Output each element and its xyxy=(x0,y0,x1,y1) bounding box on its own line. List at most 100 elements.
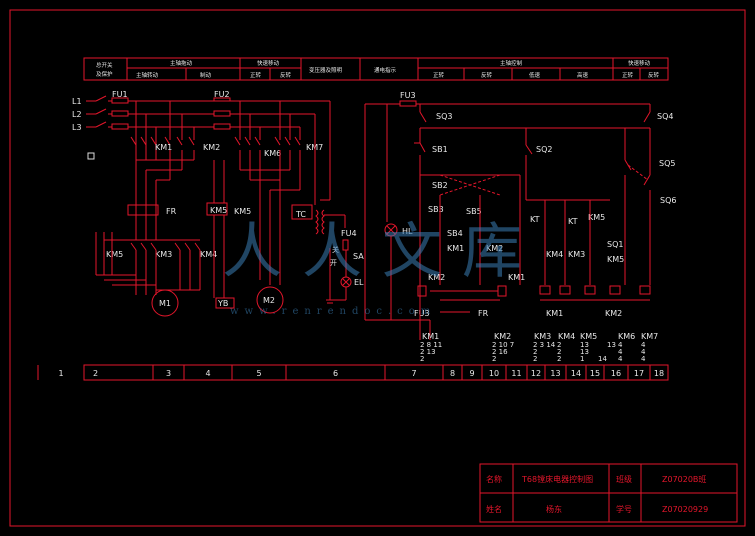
zone-11: 11 xyxy=(511,369,521,378)
ref-km6-name: KM6 xyxy=(618,332,635,341)
header-power-top: 总开关 xyxy=(96,61,113,69)
svg-text:2 16: 2 16 xyxy=(492,348,508,356)
svg-text:1: 1 xyxy=(580,355,584,363)
title-class-value: Z07020B班 xyxy=(662,474,706,484)
km6-main-label: KM6 xyxy=(264,149,281,158)
km2-out-label: KM2 xyxy=(605,309,622,318)
limit-sq4-label: SQ4 xyxy=(657,112,673,121)
zone-7: 7 xyxy=(411,369,416,378)
title-author-label: 姓名 xyxy=(486,504,502,514)
header-rapid-move-2: 快速移动 xyxy=(628,59,651,67)
km5-coil-label: KM5 xyxy=(234,207,251,216)
marker-square xyxy=(87,152,95,160)
ref-km3-name: KM3 xyxy=(534,332,551,341)
km4-main-label: KM4 xyxy=(200,250,217,259)
svg-text:4: 4 xyxy=(618,348,623,356)
ref-km2-name: KM2 xyxy=(494,332,511,341)
ref-km1-name: KM1 xyxy=(422,332,439,341)
km1-ctrl-label: KM1 xyxy=(447,244,464,253)
fuse-fu3-lower-label: FU3 xyxy=(414,309,430,318)
ref-km5-name: KM5 xyxy=(580,332,597,341)
km3-ctrl-label: KM3 xyxy=(568,250,585,259)
button-sb2-label: SB2 xyxy=(432,181,448,190)
lamp-el-label: EL xyxy=(354,278,364,287)
button-sb4-label: SB4 xyxy=(447,229,463,238)
watermark: 人人文库 www.renrendoc.com xyxy=(222,217,522,317)
title-id-label: 学号 xyxy=(616,504,632,514)
zone-16: 16 xyxy=(611,369,621,378)
zone-1: 1 xyxy=(58,369,63,378)
watermark-url: www.renrendoc.com xyxy=(230,306,436,317)
zone-15: 15 xyxy=(590,369,600,378)
header-spindle-rotate: 主轴转动 xyxy=(136,71,159,79)
zone-2: 2 xyxy=(93,369,98,378)
zone-4: 4 xyxy=(205,369,210,378)
fuse-fu2-label: FU2 xyxy=(214,90,230,99)
fuse-fu1-label: FU1 xyxy=(112,90,128,99)
header-brake: 制动 xyxy=(200,71,212,79)
km2-interlock-label: KM2 xyxy=(428,273,445,282)
svg-text:2: 2 xyxy=(492,355,496,363)
svg-text:13: 13 xyxy=(580,341,589,349)
limit-sq2-label: SQ2 xyxy=(536,145,552,154)
phase-l2: L2 xyxy=(72,110,82,119)
phase-l1: L1 xyxy=(72,97,82,106)
km5-main-label: KM5 xyxy=(106,250,123,259)
header-rapid2-fwd: 正转 xyxy=(622,71,634,79)
svg-text:2 8 11: 2 8 11 xyxy=(420,341,442,349)
motor-m1 xyxy=(151,289,179,317)
motor-m2 xyxy=(256,286,284,314)
header-power-indicator: 通电指示 xyxy=(374,66,397,74)
limit-sq6-label: SQ6 xyxy=(660,196,676,205)
header-rapid-fwd: 正转 xyxy=(250,71,262,79)
header-ctrl-rev: 反转 xyxy=(481,71,493,79)
svg-text:2: 2 xyxy=(420,355,424,363)
zone-13: 13 xyxy=(550,369,560,378)
zone-18: 18 xyxy=(654,369,664,378)
zone-3: 3 xyxy=(166,369,171,378)
km4-ctrl-label: KM4 xyxy=(546,250,563,259)
svg-text:4: 4 xyxy=(618,341,623,349)
svg-text:13: 13 xyxy=(580,348,589,356)
limit-sq3-label: SQ3 xyxy=(436,112,452,121)
title-block: 名称 T68镗床电器控制图 班级 Z07020B班 姓名 杨东 学号 Z0702… xyxy=(479,463,738,523)
svg-text:2: 2 xyxy=(533,355,537,363)
fr-ctrl-label: FR xyxy=(478,309,489,318)
svg-text:2: 2 xyxy=(557,348,561,356)
lamp-hl-label: HL xyxy=(402,227,413,236)
title-id-value: Z07020929 xyxy=(662,505,708,514)
contact-reference-table: KM1 2 8 11 2 13 2 KM2 2 10 7 2 16 2 KM3 … xyxy=(420,332,658,363)
zone-14: 14 xyxy=(571,369,581,378)
zone-12: 12 xyxy=(531,369,541,378)
timer-kt-label: KT xyxy=(530,215,540,224)
title-class-label: 班级 xyxy=(616,474,632,484)
svg-text:2 10 7: 2 10 7 xyxy=(492,341,514,349)
header-ctrl-low: 低速 xyxy=(529,71,541,79)
header-power-bottom: 及保护 xyxy=(96,70,113,78)
switch-sa-label: SA xyxy=(353,252,364,261)
header-ctrl-high: 高速 xyxy=(577,71,589,79)
svg-text:4: 4 xyxy=(618,355,623,363)
zone-10: 10 xyxy=(489,369,499,378)
svg-text:2 13: 2 13 xyxy=(420,348,436,356)
drawing-frame xyxy=(9,9,746,527)
fuse-fu4-label: FU4 xyxy=(341,229,357,238)
km1-interlock-label: KM1 xyxy=(508,273,525,282)
title-name-label: 名称 xyxy=(486,474,502,484)
svg-text:4: 4 xyxy=(641,348,646,356)
ref-km7-name: KM7 xyxy=(641,332,658,341)
zone-9: 9 xyxy=(469,369,474,378)
function-header-table: 总开关 及保护 主轴拖动 主轴转动 制动 快速移动 正转 反转 变压器及照明 通… xyxy=(83,57,669,81)
km5-ctrl-label: KM5 xyxy=(588,213,605,222)
km5-lock-label: KM5 xyxy=(607,255,624,264)
header-spindle-drive: 主轴拖动 xyxy=(170,59,193,67)
header-rapid-rev: 反转 xyxy=(280,71,292,79)
header-transformer-lighting: 变压器及照明 xyxy=(309,66,343,74)
km2-main-label: KM2 xyxy=(203,143,220,152)
motor-m1-label: M1 xyxy=(159,299,171,308)
header-spindle-control: 主轴控制 xyxy=(500,59,523,67)
svg-text:2: 2 xyxy=(557,355,561,363)
svg-text:2: 2 xyxy=(533,348,537,356)
limit-sq5-label: SQ5 xyxy=(659,159,675,168)
